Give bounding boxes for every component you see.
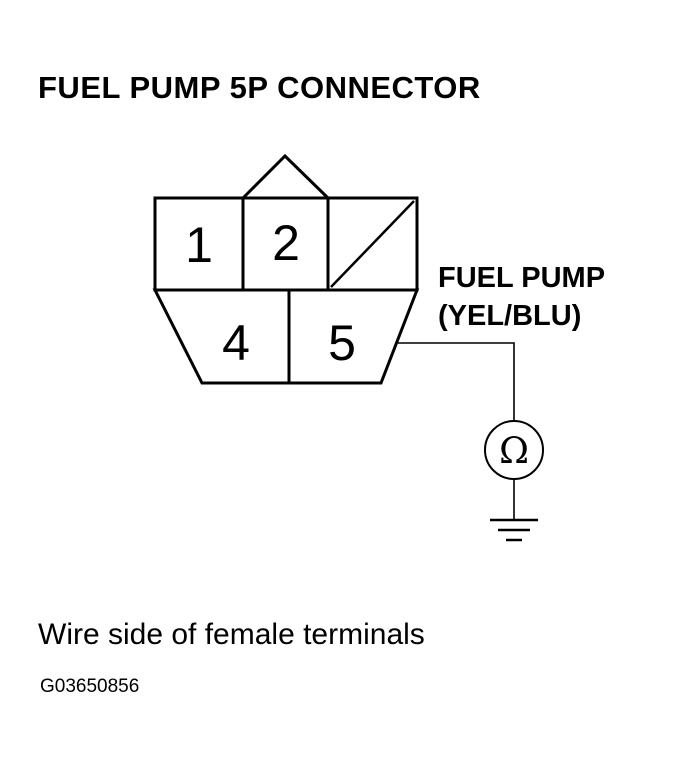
terminal-1-label: 1	[185, 217, 213, 273]
connector-lock-tab	[241, 153, 330, 200]
connector-housing	[152, 153, 420, 385]
ground-icon	[490, 518, 538, 542]
terminal-5-label: 5	[328, 315, 356, 371]
wire-color-label: (YEL/BLU)	[438, 300, 582, 332]
connector-bottom-row	[152, 288, 420, 385]
ohm-symbol: Ω	[499, 431, 529, 472]
figure-id: G03650856	[40, 676, 140, 697]
terminal-4-label: 4	[222, 315, 250, 371]
diagram-caption: Wire side of female terminals	[38, 618, 425, 651]
diagram-title: FUEL PUMP 5P CONNECTOR	[38, 70, 481, 105]
ohmmeter-icon: Ω	[484, 420, 544, 480]
unused-terminal-slash	[330, 200, 415, 288]
terminal-2-label: 2	[272, 215, 300, 271]
wire-name-label: FUEL PUMP	[438, 262, 606, 294]
fuel-pump-wire	[398, 342, 515, 421]
